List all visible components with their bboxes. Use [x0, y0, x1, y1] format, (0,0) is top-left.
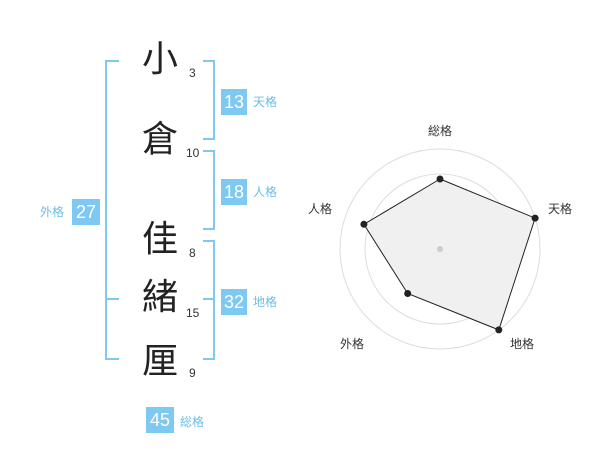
- radar-point-4: [360, 220, 368, 228]
- chikaku-bracket-vertical: [213, 240, 215, 360]
- soukaku-badge: 45: [146, 407, 174, 433]
- radar-axis-label-gaikaku: 外格: [340, 337, 365, 351]
- radar-axis-label-tenkaku: 天格: [548, 202, 573, 216]
- gaikaku-bracket-vertical: [105, 60, 107, 360]
- chikaku-bracket-bottom: [203, 358, 215, 360]
- tenkaku-bracket-vertical: [213, 60, 215, 140]
- tenkaku-bracket-top: [203, 60, 215, 62]
- soukaku-label: 総格: [180, 415, 205, 429]
- stroke-count-1: 3: [189, 66, 196, 80]
- gaikaku-label: 外格: [40, 205, 65, 219]
- jinkaku-bracket-vertical: [213, 150, 215, 230]
- name-char-1: 小: [141, 39, 178, 80]
- name-char-3: 佳: [141, 219, 178, 260]
- name-char-4: 緒: [141, 277, 178, 318]
- gaikaku-bracket-top: [105, 60, 119, 62]
- chikaku-label: 地格: [253, 295, 278, 309]
- jinkaku-bracket-bottom: [203, 228, 215, 230]
- radar-ring-4: [339, 148, 541, 350]
- jinkaku-badge: 18: [221, 179, 247, 205]
- chikaku-bracket-top: [203, 240, 215, 242]
- tenkaku-bracket-bottom: [203, 138, 215, 140]
- radar-center-dot: [437, 246, 443, 252]
- jinkaku-bracket-top: [203, 150, 215, 152]
- radar-point-1: [531, 214, 539, 222]
- radar-point-0: [436, 175, 444, 183]
- stroke-count-5: 9: [189, 366, 196, 380]
- radar-data-points: [360, 175, 539, 334]
- stroke-count-4: 15: [186, 306, 200, 320]
- gaikaku-bracket-bottom: [105, 358, 119, 360]
- gaikaku-badge: 27: [72, 199, 100, 225]
- chikaku-bracket-mid: [203, 298, 215, 300]
- radar-data-polygon: [363, 178, 536, 331]
- radar-point-3: [404, 290, 412, 297]
- tenkaku-badge: 13: [221, 89, 247, 115]
- jinkaku-label: 人格: [253, 185, 278, 199]
- tenkaku-label: 天格: [253, 95, 278, 109]
- gaikaku-bracket-mid: [105, 298, 119, 300]
- name-char-5: 厘: [141, 341, 178, 382]
- chikaku-badge: 32: [221, 289, 247, 315]
- name-char-2: 倉: [141, 119, 178, 160]
- radar-axis-label-chikaku: 地格: [510, 337, 535, 351]
- radar-axis-label-jinkaku: 人格: [308, 202, 333, 216]
- radar-axis-label-soukaku: 総格: [428, 124, 453, 138]
- radar-point-2: [495, 326, 503, 334]
- stroke-count-2: 10: [186, 146, 200, 160]
- stroke-count-3: 8: [189, 246, 196, 260]
